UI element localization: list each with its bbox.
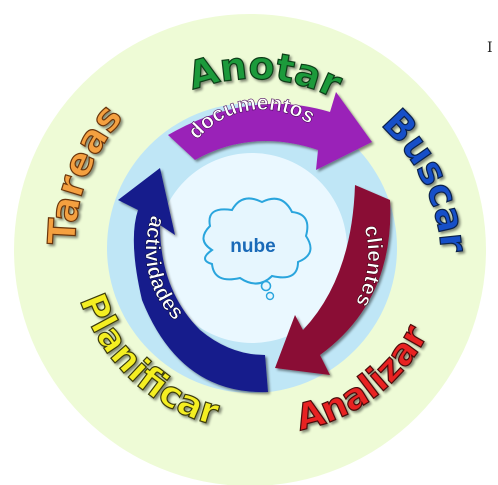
arrow-documentos xyxy=(168,92,372,170)
center-label: nube xyxy=(230,236,275,257)
cloud-icon xyxy=(202,197,312,301)
arrow-clientes xyxy=(275,185,391,375)
arrow-actividades xyxy=(118,168,268,393)
edge-mark: I xyxy=(487,40,493,56)
